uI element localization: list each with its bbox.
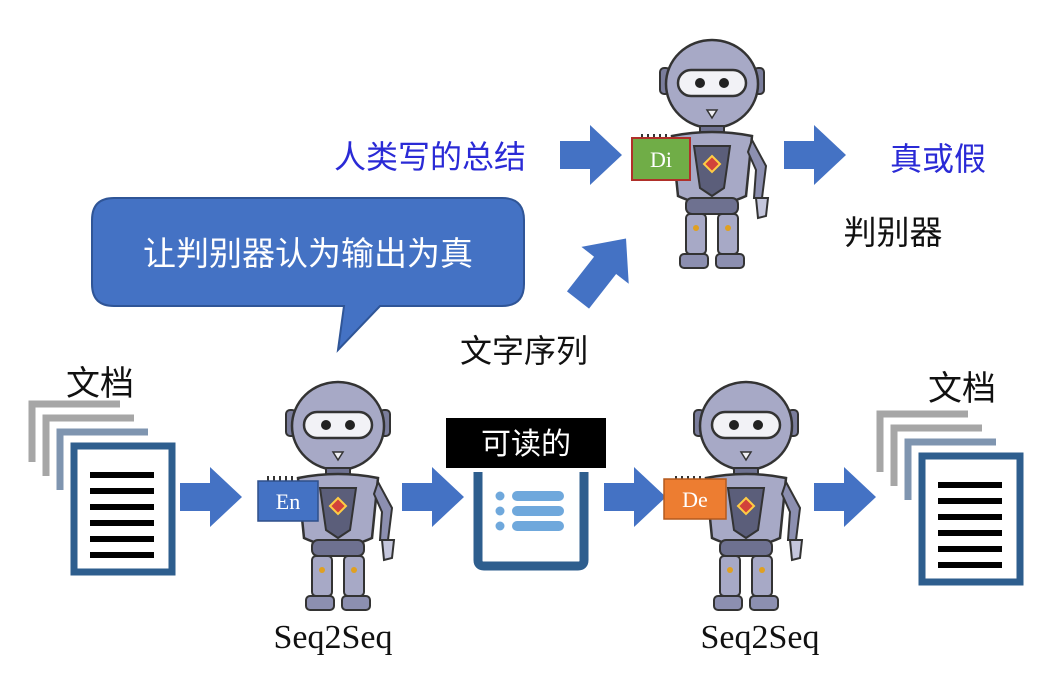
human-summary-label: 人类写的总结 <box>334 138 526 176</box>
badge-decoder <box>663 478 727 520</box>
arrow-right-icon-4 <box>814 467 876 527</box>
speech-bubble <box>91 197 525 353</box>
discriminator-label: 判别器 <box>844 213 943 252</box>
document-stack-icon-right <box>880 414 1020 582</box>
badge-discriminator-label: Di <box>650 147 672 172</box>
speech-text: 让判别器认为输出为真 <box>143 234 473 273</box>
badge-encoder-label: En <box>276 489 300 514</box>
seq2seq-label-decoder: Seq2Seq <box>701 619 820 656</box>
badge-discriminator <box>631 137 691 181</box>
document-stack-icon-left <box>32 404 172 572</box>
readable-list-icon <box>473 472 589 571</box>
readable-badge <box>446 418 606 468</box>
document-label-right: 文档 <box>928 369 996 409</box>
seq2seq-label-encoder: Seq2Seq <box>274 619 393 656</box>
document-label-left: 文档 <box>66 364 134 404</box>
badge-encoder <box>257 480 319 522</box>
arrow-right-icon-3 <box>604 467 666 527</box>
readable-label: 可读的 <box>481 427 571 462</box>
arrow-right-icon-1 <box>180 467 242 527</box>
real-or-fake-label: 真或假 <box>890 140 986 178</box>
arrow-up-right-icon <box>566 238 629 309</box>
arrow-right-icon-5 <box>560 125 622 185</box>
arrow-right-icon-6 <box>784 125 846 185</box>
badge-decoder-label: De <box>682 487 708 512</box>
text-sequence-label: 文字序列 <box>460 332 588 370</box>
arrow-right-icon-2 <box>402 467 464 527</box>
